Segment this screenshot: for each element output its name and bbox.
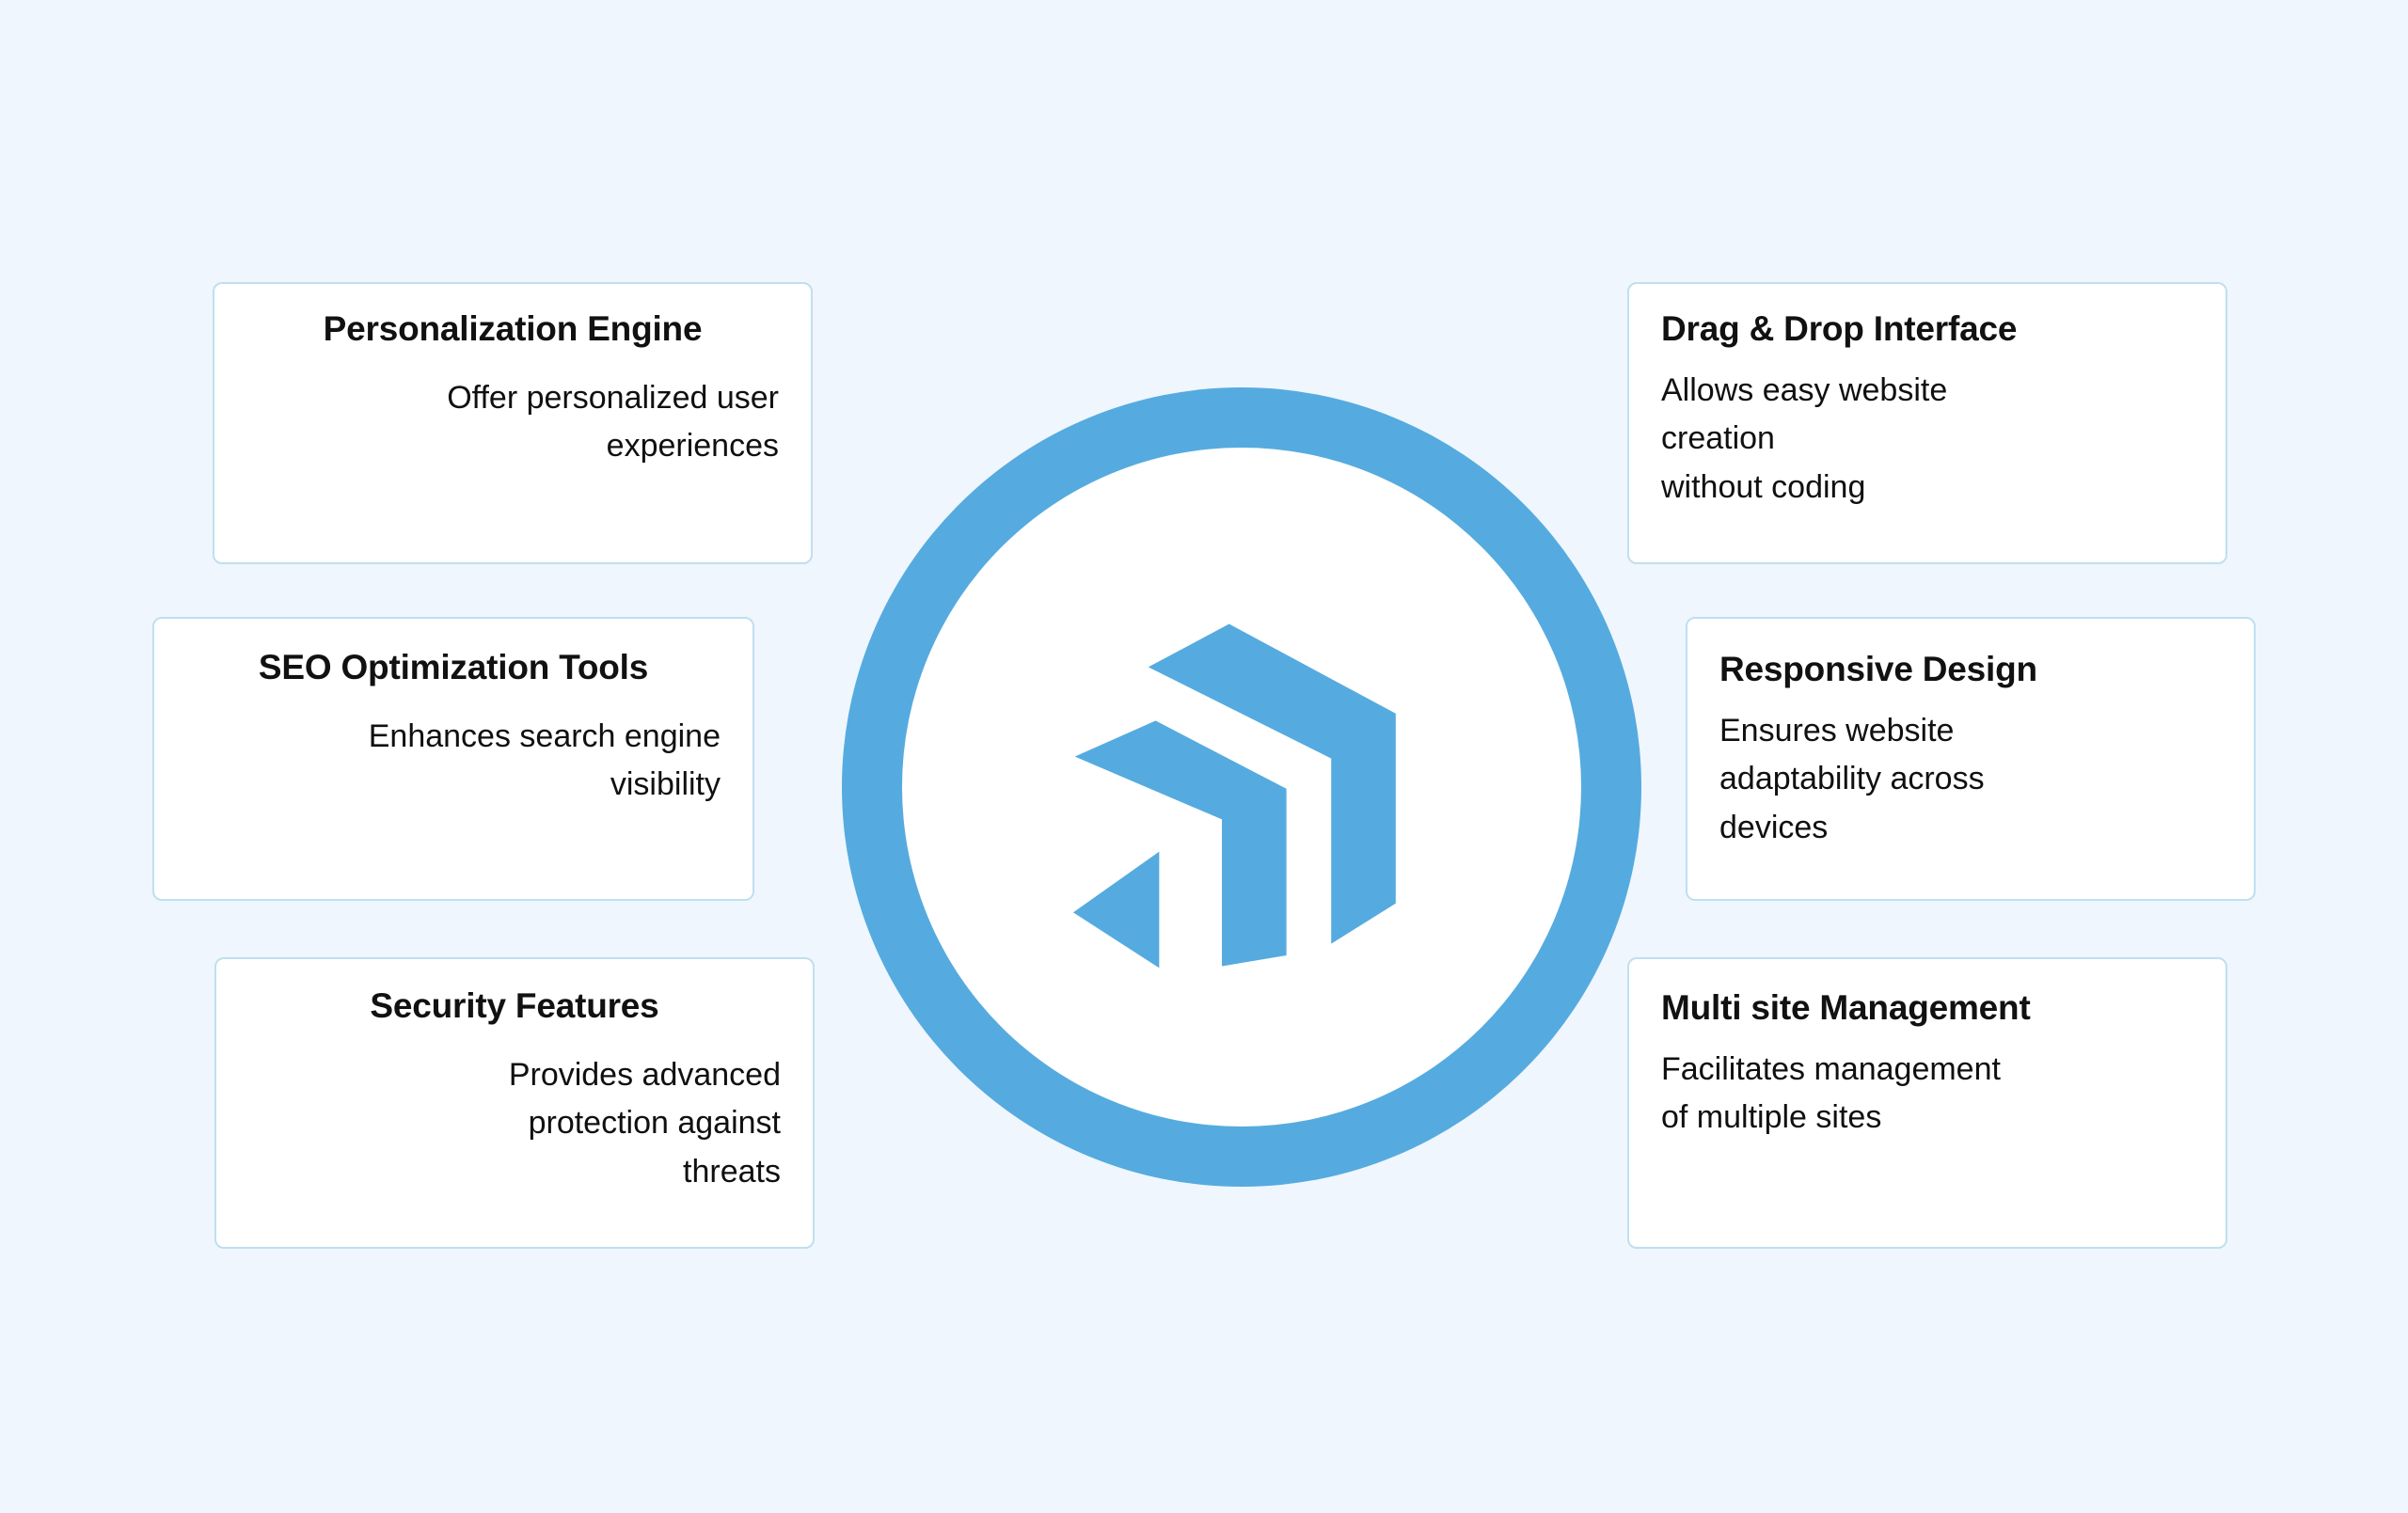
feature-card-description: Facilitates management of multiple sites [1661,1050,2001,1136]
feature-card-title: Security Features [370,986,659,1025]
feature-card-seo-optimization-tools[interactable]: SEO Optimization Tools Enhances search e… [152,617,754,901]
feature-card-personalization-engine[interactable]: Personalization Engine Offer personalize… [213,282,813,564]
center-hub-ring [842,387,1641,1187]
feature-card-description: Provides advanced protection against thr… [508,1056,781,1190]
feature-card-multi-site-management[interactable]: Multi site Management Facilitates manage… [1627,957,2227,1249]
feature-card-title: Multi site Management [1661,988,2031,1027]
feature-card-description: Offer personalized user experiences [447,379,779,465]
feature-card-drag-and-drop-interface[interactable]: Drag & Drop Interface Allows easy websit… [1627,282,2227,564]
feature-card-title: Personalization Engine [323,309,703,348]
feature-card-description: Allows easy website creation without cod… [1661,371,1948,505]
center-hub-inner-circle [902,448,1581,1127]
feature-card-description: Ensures website adaptability across devi… [1719,712,1985,845]
feature-card-title: Responsive Design [1719,650,2037,688]
feature-card-security-features[interactable]: Security Features Provides advanced prot… [214,957,815,1249]
feature-card-description: Enhances search engine visibility [368,717,721,803]
feature-card-responsive-design[interactable]: Responsive Design Ensures website adapta… [1686,617,2256,901]
feature-card-title: Drag & Drop Interface [1661,309,2018,348]
abstract-cube-arrow-logo-icon [1072,623,1396,969]
feature-card-title: SEO Optimization Tools [258,648,649,686]
